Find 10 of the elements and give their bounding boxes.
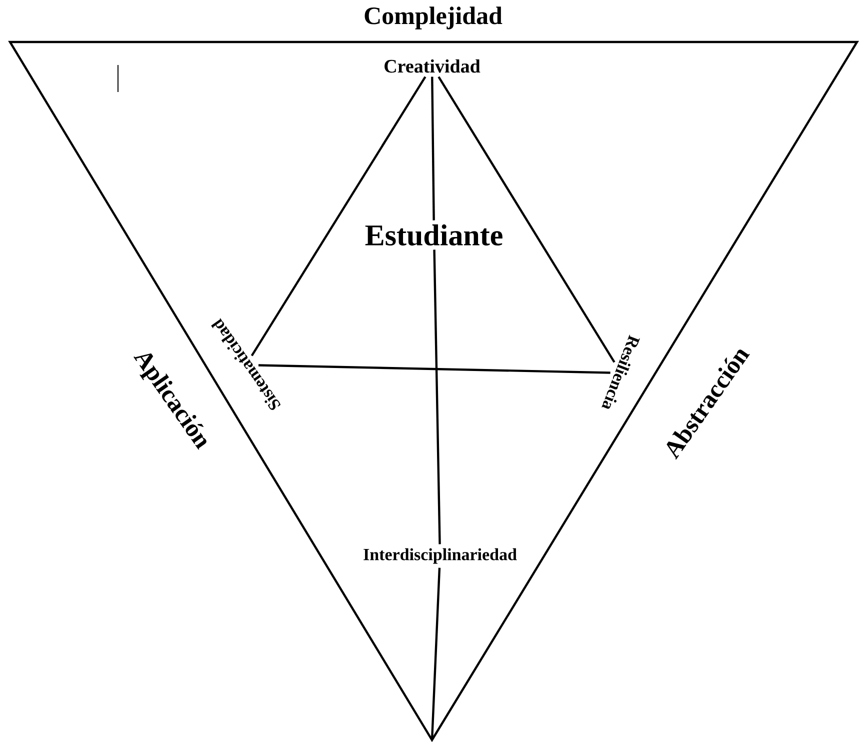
node-label: Interdisciplinariedad: [364, 548, 517, 564]
node-label: Creatividad: [384, 59, 480, 73]
connector-line: [438, 76, 616, 363]
connector-line: [430, 568, 441, 740]
connector-line: [431, 76, 435, 220]
connector-line: [258, 364, 610, 374]
title: Complejidad: [362, 6, 504, 30]
connector-line: [250, 76, 426, 356]
connector-line: [433, 250, 441, 544]
node-label: Estudiante: [365, 224, 502, 246]
